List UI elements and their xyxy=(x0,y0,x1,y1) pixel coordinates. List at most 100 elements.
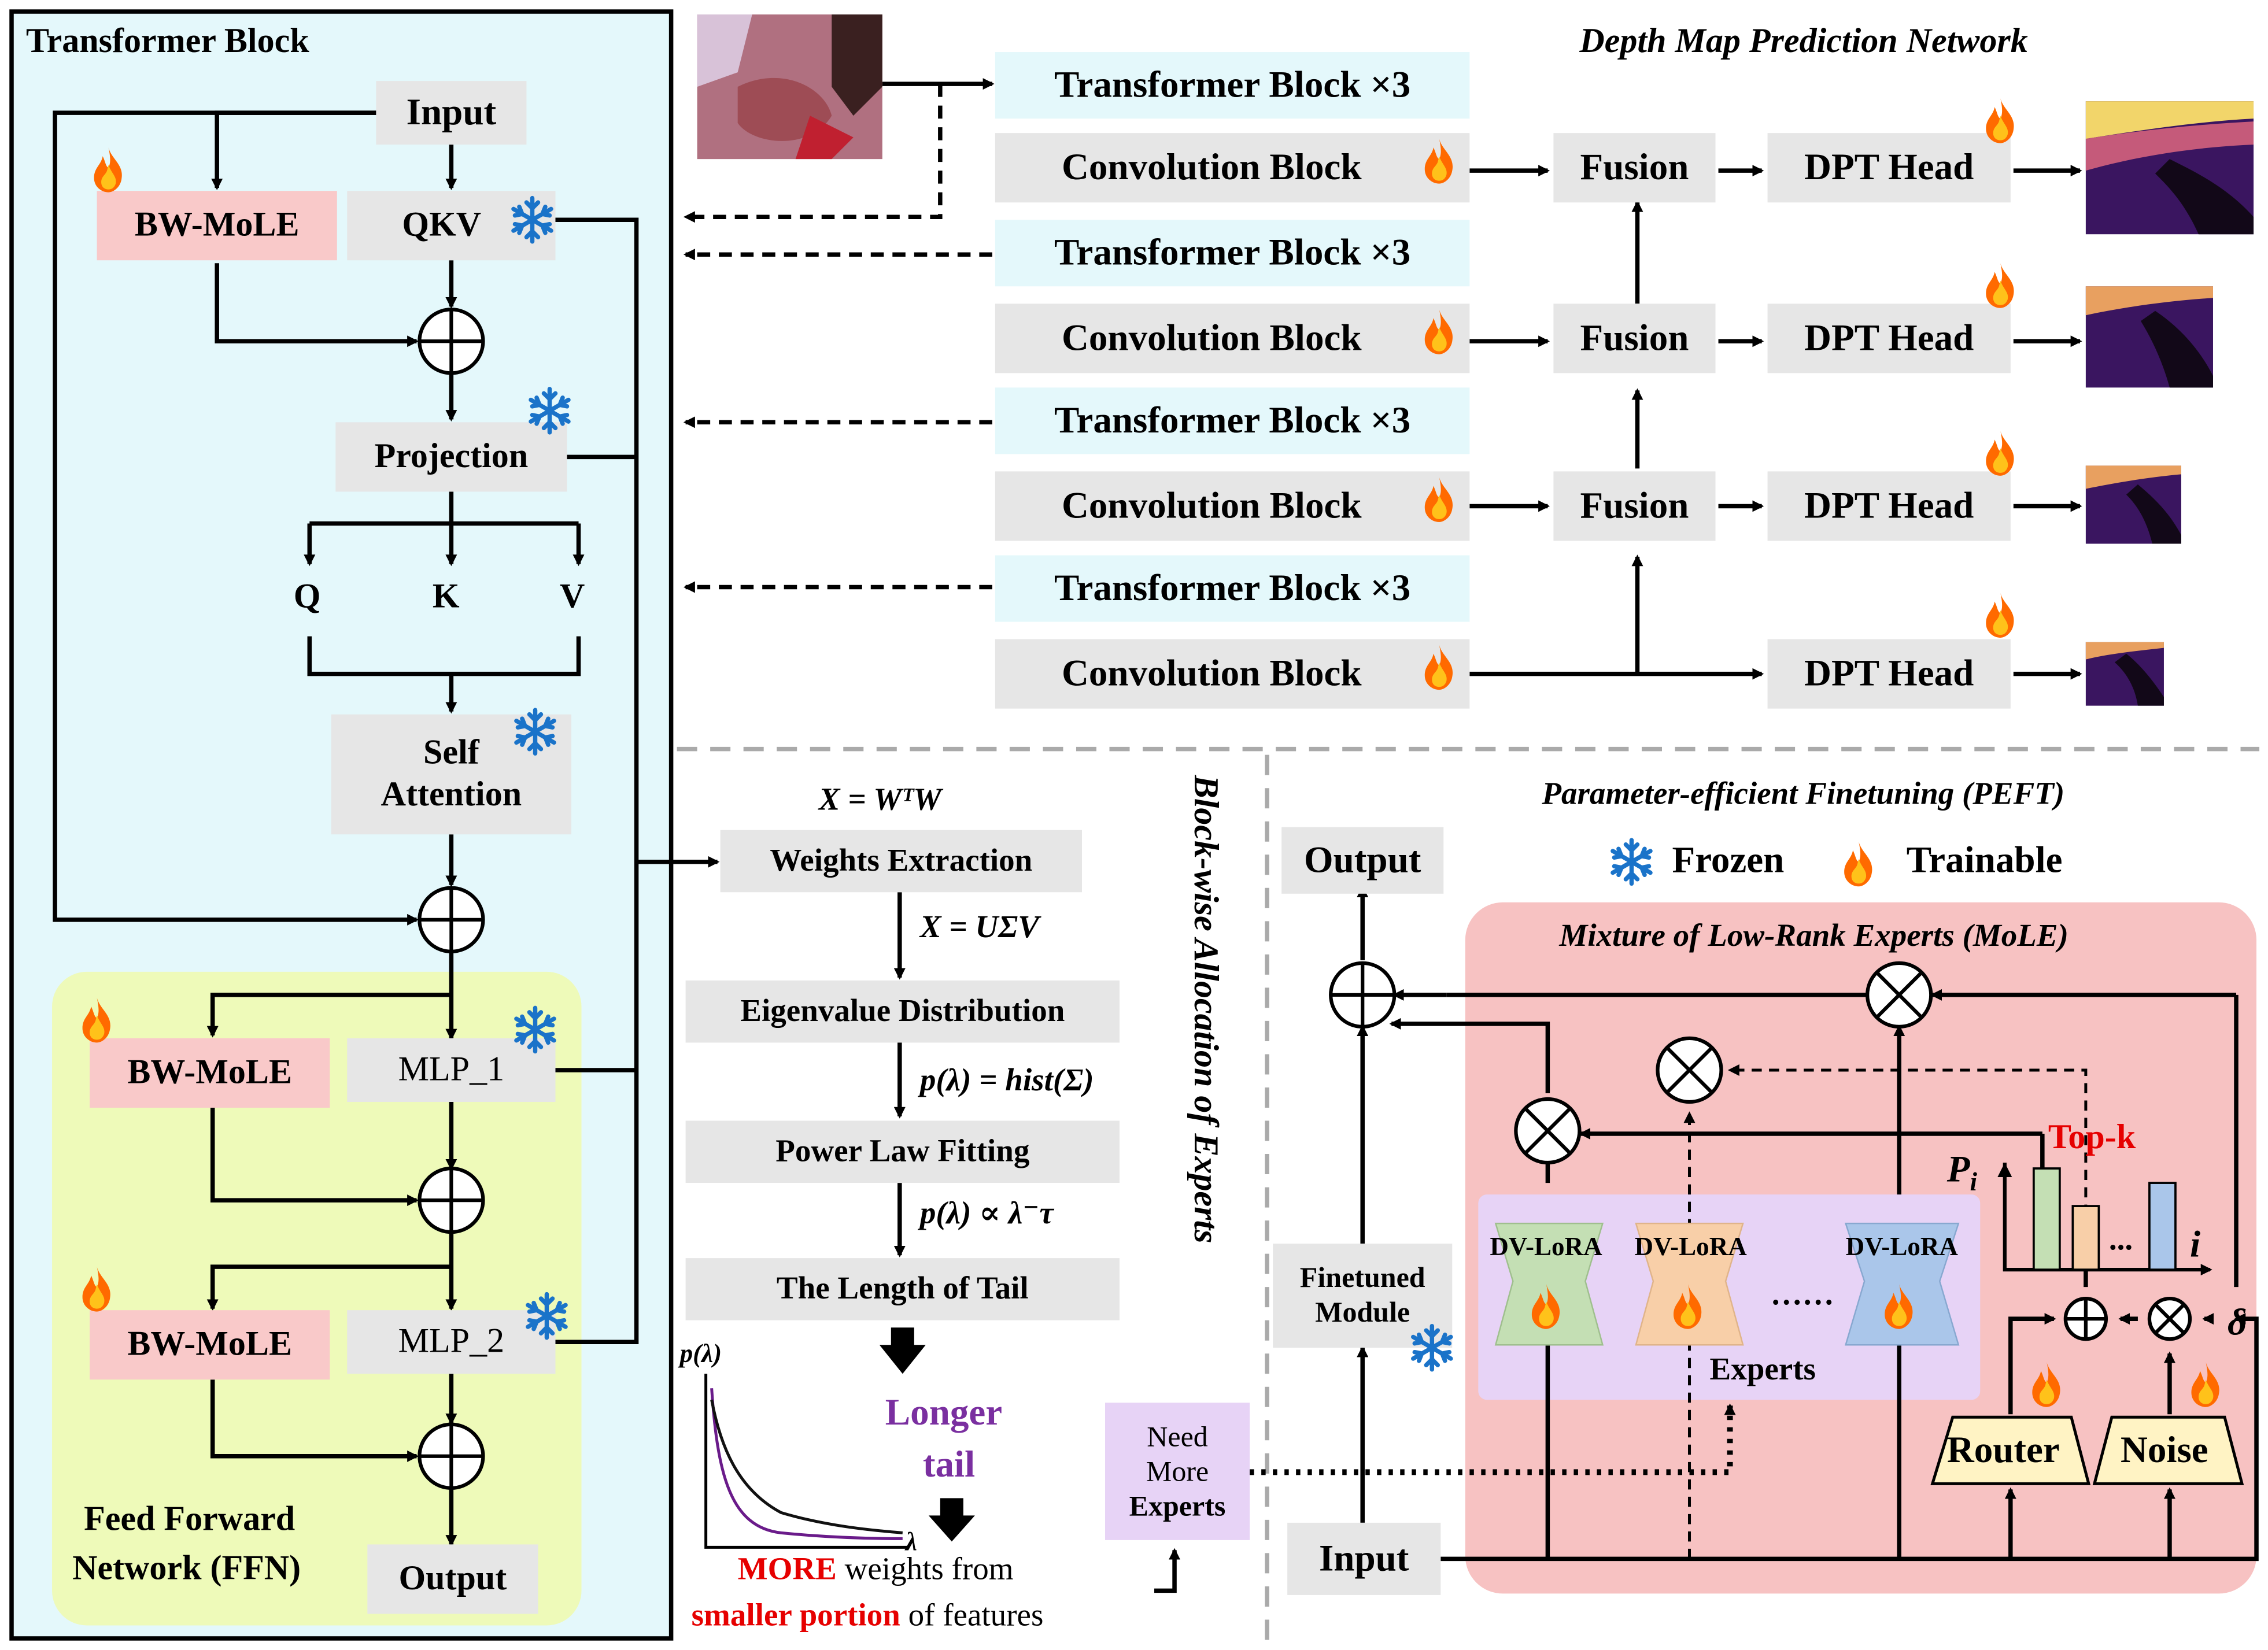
fire-icon xyxy=(1986,98,2014,143)
down-arrow-2 xyxy=(928,1498,975,1542)
eq-powerlaw: p(λ) ∝ λ⁻τ xyxy=(919,1194,1054,1231)
pi-label: Pi xyxy=(1947,1148,1977,1198)
experts-label: Experts xyxy=(1709,1351,1816,1387)
fire-icon xyxy=(1986,431,2014,476)
dpt-head-2: DPT Head xyxy=(1767,304,2011,373)
fire-icon xyxy=(1424,309,1453,354)
mole-title: Mixture of Low-Rank Experts (MoLE) xyxy=(1559,916,2068,953)
down-arrow-1 xyxy=(879,1327,926,1374)
i-axis-label: i xyxy=(2189,1223,2201,1266)
frozen-legend: Frozen xyxy=(1672,838,1785,881)
plot-ylabel: p(λ) xyxy=(679,1339,722,1368)
fire-icon xyxy=(1986,263,2014,308)
self-attention-line1: Self xyxy=(423,734,479,772)
bw-mole-3: BW-MoLE xyxy=(90,1310,330,1380)
dv-lora-2: DV-LoRA xyxy=(1634,1232,1747,1261)
need-more-experts-box: Need More Experts xyxy=(1105,1411,1250,1533)
snowflake-icon xyxy=(516,710,554,753)
smaller-portion-line: smaller portion of features xyxy=(692,1596,1044,1634)
need-text: Need xyxy=(1147,1421,1208,1453)
length-of-tail-box: The Length of Tail xyxy=(685,1258,1120,1320)
convolution-block-3: Convolution Block xyxy=(995,471,1470,541)
snowflake-icon xyxy=(514,198,551,242)
snowflake-icon xyxy=(516,1008,554,1051)
finetuned-line1: Finetuned xyxy=(1299,1262,1425,1294)
tb-output: Output xyxy=(367,1544,538,1614)
eq-xwtw: X = WᵀW xyxy=(818,780,942,817)
bw-mole-2: BW-MoLE xyxy=(90,1038,330,1108)
more-text: MORE xyxy=(737,1550,837,1586)
ffn-label-2: Network (FFN) xyxy=(72,1550,301,1588)
fire-icon xyxy=(1531,1284,1560,1329)
bar-2 xyxy=(2071,1205,2100,1271)
pi-sub: i xyxy=(1970,1167,1978,1197)
smaller-portion-text: smaller portion xyxy=(691,1596,900,1633)
finetuned-line2: Module xyxy=(1315,1297,1410,1329)
lora-orange-shape xyxy=(1635,1222,1744,1346)
fire-icon xyxy=(2191,1362,2219,1407)
convolution-block-4: Convolution Block xyxy=(995,639,1470,709)
fire-icon xyxy=(82,1267,110,1312)
transformer-block-title: Transformer Block xyxy=(26,23,309,61)
pi-main: P xyxy=(1946,1148,1970,1190)
fire-icon xyxy=(1424,139,1453,184)
snowflake-icon xyxy=(528,1294,566,1338)
dpt-head-4: DPT Head xyxy=(1767,639,2011,709)
router-label: Router xyxy=(1946,1429,2060,1471)
longer-label: Longer xyxy=(885,1391,1003,1433)
q-label: Q xyxy=(293,578,321,616)
topk-label: Top-k xyxy=(2048,1119,2136,1157)
peft-input-box: Input xyxy=(1287,1522,1441,1595)
snowflake-icon xyxy=(1413,1326,1451,1370)
trainable-legend: Trainable xyxy=(1906,838,2063,881)
delta-label: δ xyxy=(2228,1301,2247,1344)
lora-green-shape xyxy=(1494,1222,1604,1346)
eq-hist: p(λ) = hist(Σ) xyxy=(919,1061,1094,1098)
dpt-head-1: DPT Head xyxy=(1767,133,2011,203)
eq-usv: X = UΣV xyxy=(919,908,1039,945)
experts-ellipsis: …… xyxy=(1770,1275,1834,1312)
peft-title: Parameter-efficient Finetuning (PEFT) xyxy=(1542,775,2065,812)
bars-ellipsis: ... xyxy=(2108,1220,2133,1257)
fire-icon xyxy=(82,997,110,1043)
mlp2-box: MLP_2 xyxy=(347,1310,556,1374)
tb-input: Input xyxy=(376,81,527,145)
dv-lora-1: DV-LoRA xyxy=(1490,1232,1602,1261)
plot-xlabel: λ xyxy=(905,1527,917,1556)
transformer-block-x3-1: Transformer Block ×3 xyxy=(995,52,1470,119)
weights-extraction-box: Weights Extraction xyxy=(720,830,1082,893)
router-shape xyxy=(1930,1415,2091,1485)
noise-shape xyxy=(2092,1415,2244,1485)
fire-icon xyxy=(1986,593,2014,638)
dpt-head-3: DPT Head xyxy=(1767,471,2011,541)
projection-box: Projection xyxy=(335,422,567,492)
depth-network-title: Depth Map Prediction Network xyxy=(1579,23,2028,61)
tail-label: tail xyxy=(922,1443,976,1485)
power-law-fitting-box: Power Law Fitting xyxy=(685,1120,1120,1183)
peft-output-box: Output xyxy=(1281,827,1444,894)
v-label: V xyxy=(560,578,585,616)
need-more-experts-bg xyxy=(1105,1403,1250,1540)
more-text-2: More xyxy=(1146,1456,1209,1488)
dv-lora-3: DV-LoRA xyxy=(1845,1232,1958,1261)
bw-mole-1: BW-MoLE xyxy=(97,191,337,261)
fire-icon xyxy=(1424,645,1453,690)
fire-icon xyxy=(94,147,122,193)
weights-from-text: weights from xyxy=(836,1550,1014,1586)
more-weights-line: MORE weights from xyxy=(738,1550,1014,1588)
fire-icon xyxy=(1424,477,1453,522)
fusion-1: Fusion xyxy=(1553,133,1716,203)
transformer-block-x3-3: Transformer Block ×3 xyxy=(995,387,1470,454)
fusion-3: Fusion xyxy=(1553,471,1716,541)
of-features-text: of features xyxy=(900,1596,1044,1633)
bar-1 xyxy=(2032,1167,2061,1271)
convolution-block-2: Convolution Block xyxy=(995,304,1470,373)
experts-text: Experts xyxy=(1129,1490,1226,1523)
bar-3 xyxy=(2148,1182,2177,1271)
transformer-block-x3-2: Transformer Block ×3 xyxy=(995,220,1470,287)
self-attention-line2: Attention xyxy=(381,775,522,813)
lora-blue-shape xyxy=(1844,1222,1960,1346)
